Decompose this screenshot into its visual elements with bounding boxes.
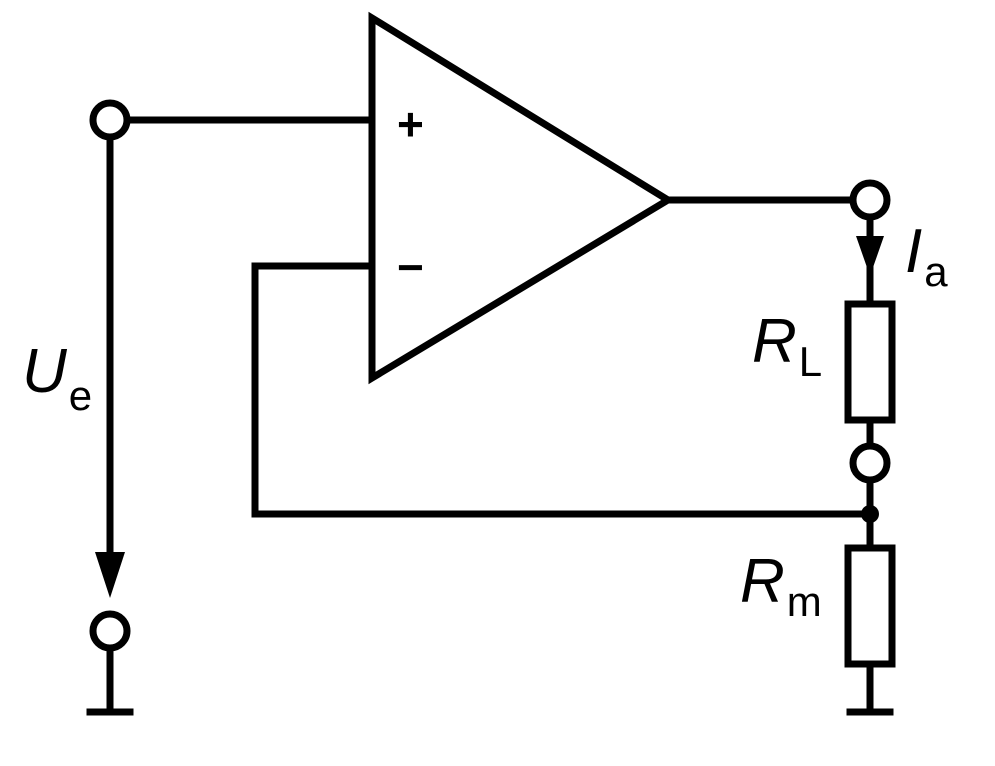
load-resistor-label: RL — [752, 307, 822, 385]
input-voltage-arrowhead — [95, 552, 125, 598]
input-terminal-bottom — [89, 610, 131, 652]
input-voltage-label: Ue — [22, 337, 92, 419]
output-terminal — [849, 179, 891, 221]
output-current-symbol: I — [905, 217, 922, 286]
output-current-subscript: a — [924, 248, 948, 295]
junction-dot — [861, 505, 879, 523]
measure-resistor-label: Rm — [740, 547, 822, 625]
opamp-minus-sign: − — [397, 241, 424, 293]
measure-resistor-subscript: m — [787, 578, 822, 625]
opamp-plus-sign: + — [397, 98, 424, 150]
measure-resistor-symbol: R — [740, 547, 785, 616]
load-resistor-symbol: R — [752, 307, 797, 376]
middle-terminal — [849, 442, 891, 484]
load-resistor — [844, 300, 896, 424]
output-current-label: Ia — [905, 217, 948, 295]
input-voltage-symbol: U — [22, 337, 68, 406]
opamp-triangle — [368, 11, 675, 385]
input-voltage-subscript: e — [69, 372, 92, 419]
load-resistor-subscript: L — [799, 338, 822, 385]
current-arrowhead — [856, 236, 884, 276]
input-terminal-top — [89, 99, 131, 141]
measure-resistor — [844, 544, 896, 668]
feedback-wire — [251, 262, 874, 518]
